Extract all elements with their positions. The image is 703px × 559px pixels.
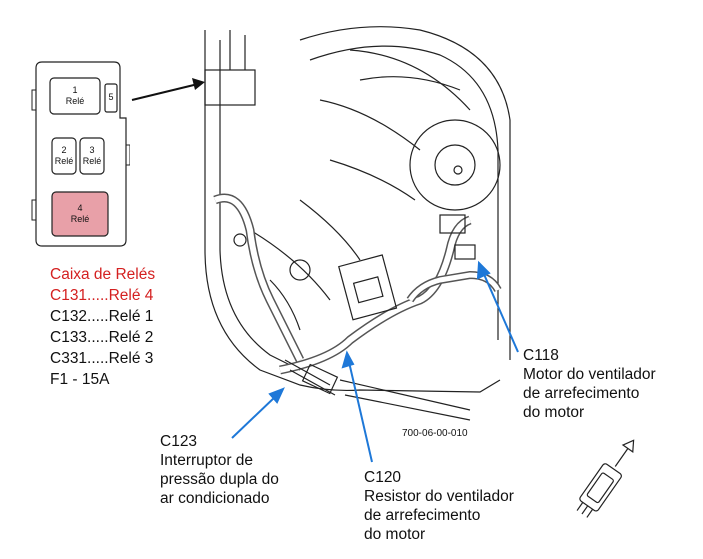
callout-line: do motor — [364, 526, 426, 543]
relay-box-pointer-arrow — [131, 78, 205, 101]
legend-title: Caixa de Relés — [50, 266, 156, 283]
c123-arrow — [231, 387, 285, 439]
relay-5: 5 — [108, 92, 114, 102]
callout-line: Resistor do ventilador — [364, 488, 514, 505]
legend-item: C132.....Relé 1 — [50, 308, 154, 325]
legend-item: C131.....Relé 4 — [50, 287, 154, 304]
relay-box-outline — [31, 61, 130, 247]
callout-line: de arrefecimento — [364, 507, 481, 524]
relay-4-highlight — [51, 191, 109, 237]
callout-line: Interruptor de — [160, 452, 254, 469]
callout-code: C118 — [523, 347, 559, 364]
callout-c118: C118 Motor do ventilador de arrefeciment… — [523, 346, 656, 422]
callout-code: C120 — [364, 469, 402, 486]
c120-arrow — [341, 350, 373, 463]
legend-item: F1 - 15A — [50, 371, 110, 388]
reference-code: 700-06-00-010 — [402, 428, 468, 439]
legend-item: C133.....Relé 2 — [50, 329, 154, 346]
callout-line: ar condicionado — [160, 490, 270, 507]
callout-line: de arrefecimento — [523, 385, 640, 402]
c118-arrow — [476, 260, 519, 353]
callout-line: Motor do ventilador — [523, 366, 656, 383]
front-of-vehicle-icon — [576, 439, 635, 518]
callout-line: pressão dupla do — [160, 471, 279, 488]
callout-c120: C120 Resistor do ventilador de arrefecim… — [364, 468, 514, 544]
callout-c123: C123 Interruptor de pressão dupla do ar … — [160, 432, 279, 508]
legend-item: C331.....Relé 3 — [50, 350, 154, 367]
callout-code: C123 — [160, 433, 198, 450]
relay-legend: Caixa de Relés C131.....Relé 4 C132.....… — [50, 264, 155, 390]
callout-line: do motor — [523, 404, 585, 421]
